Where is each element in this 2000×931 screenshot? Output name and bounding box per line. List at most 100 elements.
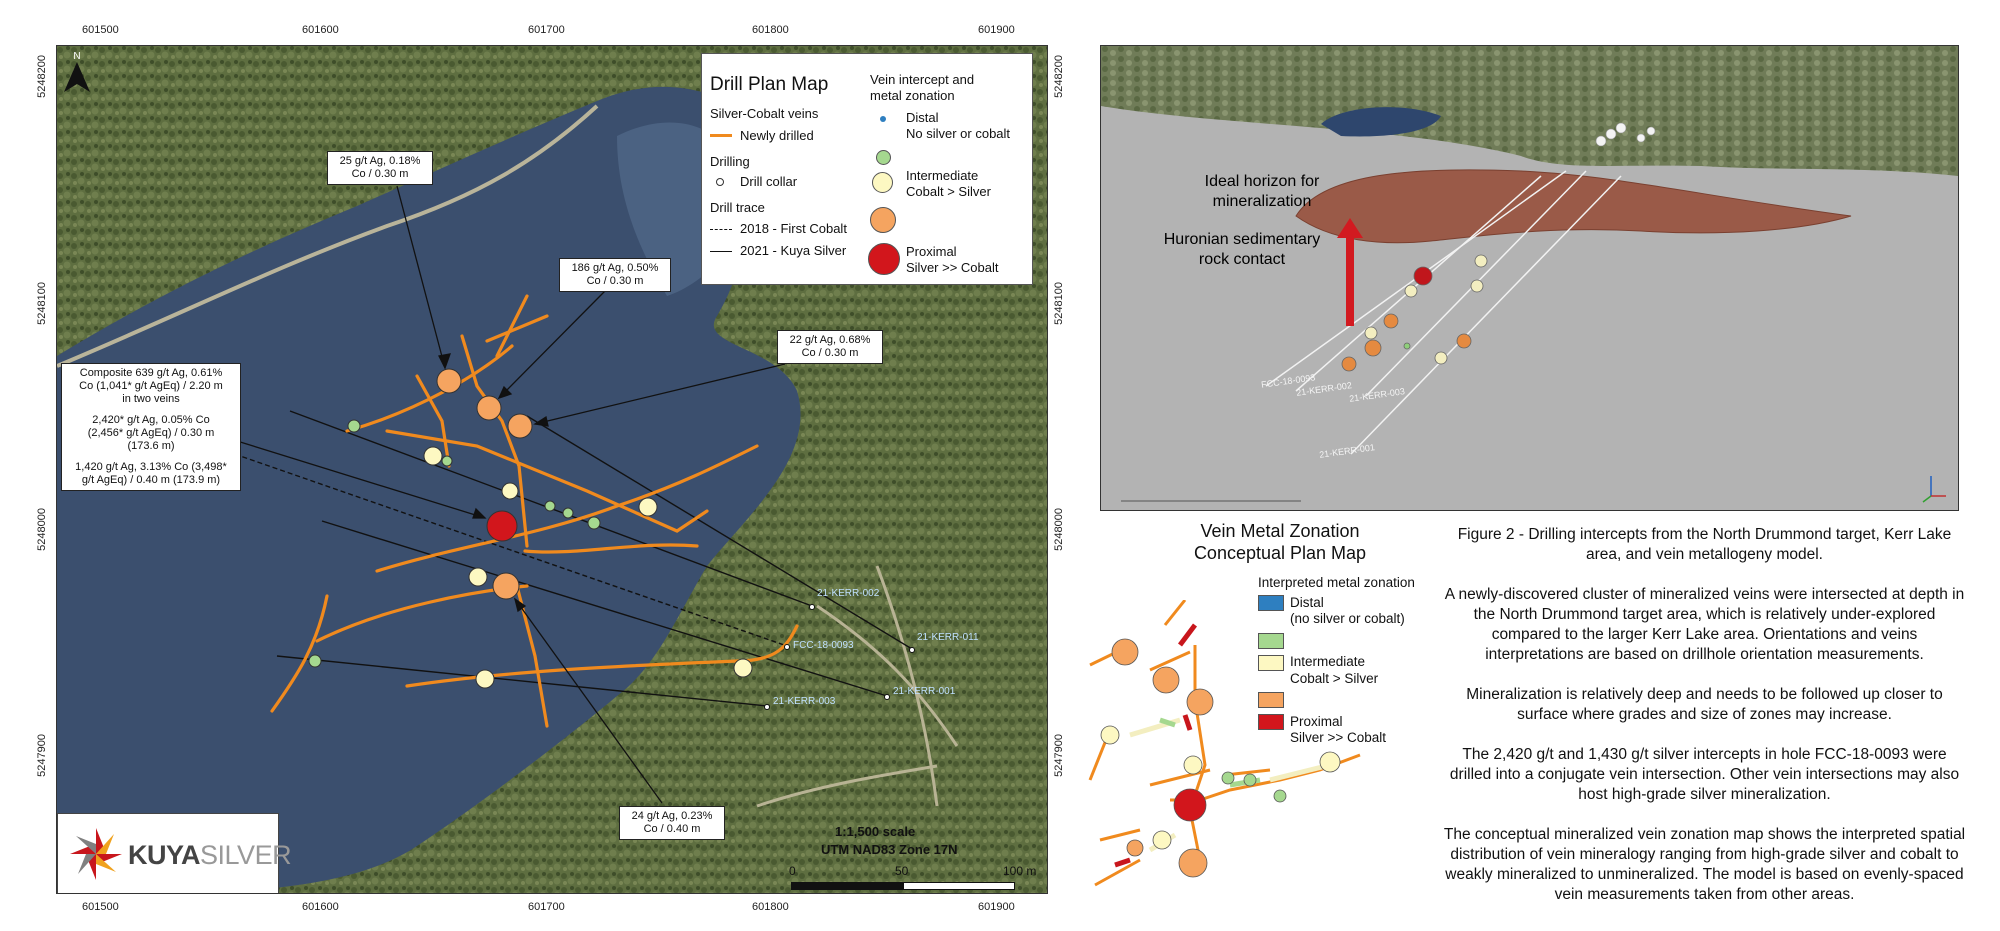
bottom-x-label: 601600 <box>302 901 339 913</box>
label-line: Ideal horizon for <box>1204 173 1320 190</box>
hole-label: 21-KERR-003 <box>773 696 836 707</box>
map-legend: Drill Plan Map Silver-Cobalt veins Newly… <box>701 53 1033 285</box>
contact-arrow-shaft <box>1346 236 1354 326</box>
left-y-label: 5248100 <box>36 282 48 325</box>
callout-line: 24 g/t Ag, 0.23% <box>631 810 713 822</box>
distal-blue-swatch <box>880 116 886 122</box>
callout-line: (2,456* g/t AgEq) / 0.30 m <box>87 427 215 439</box>
callout-line: in two veins <box>122 393 180 405</box>
conceptual-legend-heading: Interpreted metal zonation <box>1258 575 1415 590</box>
figure-paragraph: The conceptual mineralized vein zonation… <box>1443 826 1966 903</box>
callout-line: Co (1,041* g/t AgEq) / 2.20 m <box>79 380 223 392</box>
legend-proximal-desc: Silver >> Cobalt <box>906 260 999 275</box>
callout-line: g/t AgEq) / 0.40 m (173.9 m) <box>81 474 221 486</box>
bottom-x-label: 601900 <box>978 901 1015 913</box>
contact-arrow-head <box>1337 218 1363 238</box>
callout-leaders <box>236 185 786 804</box>
figure-paragraph: A newly-discovered cluster of mineralize… <box>1444 586 1965 663</box>
surface-collars <box>1595 122 1656 147</box>
hole-label: FCC-18-0093 <box>793 640 854 651</box>
hole-label: 21-KERR-002 <box>817 588 880 599</box>
logo-wordmark: KUYASILVER <box>128 840 292 871</box>
logo-word-kuya: KUYA <box>128 840 201 870</box>
scale-tick: 0 <box>789 864 796 878</box>
legend-distal-desc: (no silver or cobalt) <box>1290 611 1405 627</box>
left-y-label: 5248000 <box>36 508 48 551</box>
3d-intercepts <box>1341 254 1488 372</box>
bottom-x-label: 601800 <box>752 901 789 913</box>
callout-line: Co / 0.30 m <box>351 168 409 180</box>
legend-trace-2021: 2021 - Kuya Silver <box>740 243 847 258</box>
scale-bar-white <box>903 882 1015 890</box>
north-label: N <box>73 51 81 62</box>
top-x-label: 601500 <box>82 24 119 36</box>
callout-line: 2,420* g/t Ag, 0.05% Co <box>92 414 210 426</box>
bush-road <box>756 565 959 808</box>
intermediate-swatch <box>1258 654 1284 671</box>
horizon-surface <box>1295 169 1852 244</box>
intercept-callout: 22 g/t Ag, 0.68% Co / 0.30 m <box>777 330 883 364</box>
figure-paragraph: The 2,420 g/t and 1,430 g/t silver inter… <box>1449 746 1960 803</box>
legend-drilling-heading: Drilling <box>710 154 750 169</box>
map-scale-text: 1:1,500 scale <box>835 824 916 839</box>
legend-proximal: Proximal <box>1290 713 1343 729</box>
label-line: Huronian sedimentary <box>1163 231 1321 248</box>
title-line: Vein Metal Zonation <box>1200 521 1360 541</box>
legend-intermediate-desc: Cobalt > Silver <box>906 184 991 199</box>
figure-caption: Figure 2 - Drilling intercepts from the … <box>1457 526 1952 563</box>
legend-drill-collar: Drill collar <box>740 174 798 189</box>
drill-collars <box>764 604 915 710</box>
bottom-x-label: 601500 <box>82 901 119 913</box>
legend-intermediate: Intermediate <box>1290 654 1366 670</box>
label-huronian-contact: Huronian sedimentary rock contact <box>1137 230 1347 270</box>
conceptual-title: Vein Metal Zonation Conceptual Plan Map <box>1150 520 1410 564</box>
vein-intercepts <box>308 368 753 689</box>
conceptual-plan-map <box>1088 600 1361 887</box>
distal-blue-swatch <box>1258 595 1284 612</box>
intermediate-swatch <box>872 172 893 193</box>
north-arrow: N <box>62 51 92 92</box>
legend-veins-heading: Silver-Cobalt veins <box>710 106 819 121</box>
axis-triad-icon <box>1922 476 1946 503</box>
figure-paragraph: Mineralization is relatively deep and ne… <box>1466 686 1943 723</box>
3d-lake <box>1321 107 1441 137</box>
map-crs-text: UTM NAD83 Zone 17N <box>821 842 958 857</box>
proximal-swatch <box>1258 714 1284 731</box>
legend-zonation-heading: metal zonation <box>870 88 955 103</box>
left-y-label: 5247900 <box>36 734 48 777</box>
intercept-callout: Composite 639 g/t Ag, 0.61% Co (1,041* g… <box>61 363 241 491</box>
3d-model-view: Ideal horizon for mineralization Huronia… <box>1100 45 1959 511</box>
callout-line: Co / 0.30 m <box>586 275 644 287</box>
right-y-label: 5247900 <box>1053 734 1065 777</box>
label-line: rock contact <box>1198 251 1286 268</box>
legend-proximal: Proximal <box>906 244 957 259</box>
hole-label: 21-KERR-001 <box>893 686 956 697</box>
conceptual-proximal-segments <box>1114 623 1197 868</box>
callout-line: 25 g/t Ag, 0.18% <box>339 155 421 167</box>
label-line: mineralization <box>1212 193 1312 210</box>
title-line: Conceptual Plan Map <box>1193 543 1367 563</box>
north-arrow-icon <box>64 62 90 92</box>
drill-plan-map: 21-KERR-002 21-KERR-011 FCC-18-0093 21-K… <box>56 45 1048 894</box>
right-y-label: 5248000 <box>1053 508 1065 551</box>
intercept-callout: 24 g/t Ag, 0.23% Co / 0.40 m <box>619 806 725 840</box>
intercept-callout: 25 g/t Ag, 0.18% Co / 0.30 m <box>327 151 433 185</box>
label-ideal-horizon: Ideal horizon for mineralization <box>1157 172 1367 212</box>
terrain-surface <box>1101 46 1958 176</box>
proximal-swatch <box>868 243 900 275</box>
callout-line: 1,420 g/t Ag, 3.13% Co (3,498* <box>75 461 227 473</box>
legend-title: Drill Plan Map <box>710 74 829 95</box>
kuya-logo: KUYASILVER <box>57 813 292 893</box>
legend-intermediate-desc: Cobalt > Silver <box>1290 670 1379 686</box>
callout-line: 22 g/t Ag, 0.68% <box>789 334 871 346</box>
distal-green-swatch <box>1258 632 1284 649</box>
collar-swatch <box>716 178 724 186</box>
orange-swatch <box>870 207 896 233</box>
legend-zonation-heading: Vein intercept and <box>870 72 975 87</box>
legend-newly-drilled: Newly drilled <box>740 128 814 143</box>
top-x-label: 601600 <box>302 24 339 36</box>
conceptual-intercepts <box>1100 638 1341 878</box>
legend-trace-2018: 2018 - First Cobalt <box>740 221 847 236</box>
top-x-label: 601800 <box>752 24 789 36</box>
right-y-label: 5248100 <box>1053 282 1065 325</box>
